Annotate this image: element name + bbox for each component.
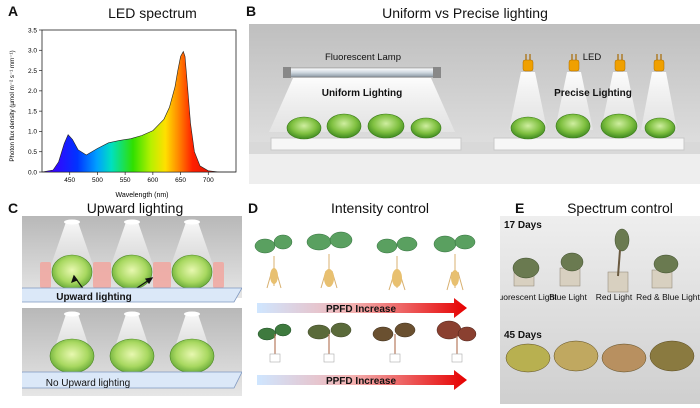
uniform-lighting-label: Uniform Lighting	[322, 88, 403, 99]
treatment-label-3: Red Light	[596, 292, 633, 302]
x-tick-label: 550	[120, 177, 131, 184]
y-tick-label: 2.5	[28, 68, 37, 75]
intensity-control-illustration: PPFD Increase PPFD Increase	[249, 216, 489, 404]
x-tick-label: 600	[147, 177, 158, 184]
panel-d-letter: D	[248, 200, 259, 216]
panel-d-title: Intensity control	[330, 200, 430, 216]
lettuce-plants	[286, 113, 676, 140]
x-tick-label: 450	[64, 177, 75, 184]
ppfd-arrow-top	[257, 298, 467, 318]
treatment-label-4: Red & Blue Light	[636, 292, 700, 302]
upward-lighting-label: Upward lighting	[56, 292, 132, 303]
x-axis-label: Wavelength (nm)	[115, 192, 168, 199]
panel-b-letter: B	[246, 3, 257, 19]
spectrum-area	[41, 50, 236, 173]
precise-lighting-label: Precise Lighting	[554, 88, 632, 99]
panel-c-title: Upward lighting	[86, 200, 184, 216]
panel-a-title: LED spectrum	[108, 5, 197, 21]
panel-a-letter: A	[8, 3, 19, 19]
led-label: LED	[583, 52, 602, 63]
x-tick-label: 700	[203, 177, 214, 184]
x-tick-label: 500	[92, 177, 103, 184]
no-upward-lighting-label: No Upward lighting	[46, 378, 131, 389]
y-tick-label: 0.5	[28, 149, 37, 156]
spectrum-chart: 450 500 550 600 650 700 0.0 0.5 1.0 1.5 2.0 2.5 3.0 3…	[9, 27, 237, 199]
panel-c-letter: C	[8, 200, 19, 216]
lighting-comparison-illustration: Fluorescent Lamp LED Uniform Lighting Pr…	[249, 24, 700, 184]
lettuce-45-days	[505, 340, 695, 373]
treatment-label-1: Fluorescent Light	[500, 292, 557, 302]
fluorescent-lamp-label: Fluorescent Lamp	[325, 52, 401, 63]
panel-e-title: Spectrum control	[567, 200, 673, 216]
day-label-17: 17 Days	[504, 220, 542, 231]
seedlings-bottom-row	[257, 320, 477, 363]
y-axis-label: Photon flux density (µmol m⁻² s⁻¹ mm⁻¹)	[9, 50, 16, 161]
ppfd-label-bottom: PPFD Increase	[326, 376, 396, 387]
ppfd-arrow-bottom	[257, 370, 467, 390]
y-tick-label: 1.5	[28, 108, 37, 115]
y-tick-label: 0.0	[28, 169, 37, 176]
seedlings-top-row	[254, 231, 476, 291]
y-tick-label: 2.0	[28, 88, 37, 95]
shelf-right	[493, 137, 685, 151]
treatment-label-2: Blue Light	[549, 292, 587, 302]
y-tick-label: 3.5	[28, 27, 37, 34]
fluorescent-tube	[286, 67, 438, 78]
uniform-light-beam	[269, 78, 455, 132]
day-label-45: 45 Days	[504, 330, 542, 341]
x-tick-label: 650	[175, 177, 186, 184]
seedlings-17-days	[512, 228, 679, 293]
upward-led-panels	[40, 262, 224, 288]
y-tick-label: 3.0	[28, 48, 37, 55]
panel-b-title: Uniform vs Precise lighting	[382, 5, 548, 21]
y-tick-label: 1.0	[28, 129, 37, 136]
ppfd-label-top: PPFD Increase	[326, 304, 396, 315]
shelf-left	[270, 137, 462, 151]
upward-lighting-illustration: Upward lighting No Upward lighting	[22, 216, 242, 396]
panel-e-letter: E	[515, 200, 525, 216]
spectrum-control-photos: Fluorescent Light Blue Light Red Light R…	[500, 216, 700, 404]
